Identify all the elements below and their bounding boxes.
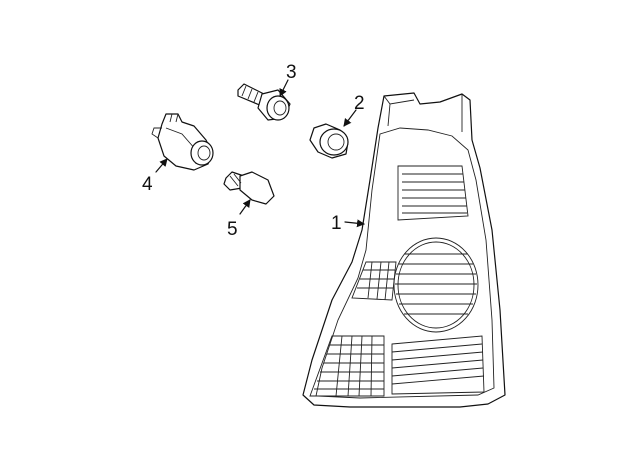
leader-1 (344, 219, 365, 228)
wedge-bulb (223, 171, 275, 205)
large-grid-lens (309, 335, 385, 397)
leader-3 (279, 79, 289, 97)
upper-lens-section (397, 165, 469, 221)
callout-4: 4 (142, 174, 153, 195)
bolt (237, 83, 291, 121)
callout-leaders (155, 79, 365, 228)
callout-5: 5 (227, 219, 238, 240)
small-grid-lens (351, 261, 397, 301)
grommet (309, 123, 349, 159)
lower-lens-section (391, 335, 485, 395)
tail-lamp-housing (302, 92, 506, 408)
callout-3: 3 (286, 62, 297, 83)
leader-4 (155, 158, 168, 173)
leader-2 (343, 109, 357, 127)
callout-2: 2 (354, 93, 365, 114)
leader-5 (239, 199, 251, 215)
round-reflector (393, 237, 479, 333)
bulb-socket (151, 113, 214, 171)
callout-1: 1 (331, 213, 342, 234)
